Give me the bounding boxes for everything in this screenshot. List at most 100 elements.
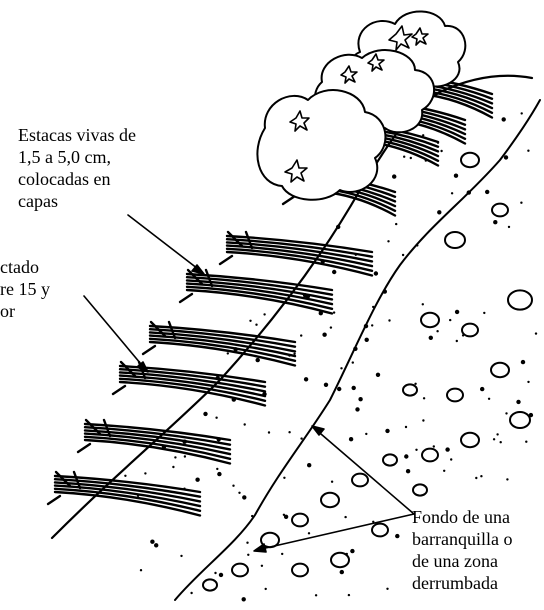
soil-speck bbox=[293, 352, 296, 355]
soil-speck bbox=[329, 326, 333, 329]
soil-speck bbox=[450, 192, 454, 195]
soil-speck bbox=[422, 419, 425, 422]
soil-speck bbox=[330, 480, 334, 483]
soil-speck bbox=[450, 458, 453, 461]
label-live-stakes: Estacas vivas de 1,5 a 5,0 cm, colocadas… bbox=[18, 124, 136, 212]
stake-stroke bbox=[185, 288, 334, 315]
soil-speck bbox=[150, 539, 155, 544]
soil-speck bbox=[432, 445, 435, 448]
soil-speck bbox=[281, 552, 284, 556]
soil-speck bbox=[353, 346, 358, 351]
twig bbox=[218, 230, 254, 266]
soil-speck bbox=[336, 224, 341, 230]
soil-speck bbox=[382, 289, 387, 294]
soil-speck bbox=[387, 240, 390, 243]
soil-speck bbox=[492, 438, 496, 441]
soil-speck bbox=[385, 428, 390, 434]
soil-speck bbox=[332, 311, 336, 314]
soil-speck bbox=[215, 375, 220, 381]
soil-speck bbox=[440, 149, 443, 153]
stake-stroke bbox=[148, 331, 297, 353]
stake-bundle bbox=[218, 230, 374, 277]
stake-stroke bbox=[118, 368, 267, 388]
soil-speck bbox=[503, 155, 509, 160]
soil-speck bbox=[347, 593, 351, 597]
soil-speck bbox=[262, 391, 267, 397]
soil-speck bbox=[506, 478, 509, 481]
soil-speck bbox=[180, 554, 183, 558]
soil-speck bbox=[485, 189, 490, 195]
twig bbox=[76, 418, 112, 454]
stone bbox=[507, 289, 533, 311]
label-line: de una zona bbox=[412, 551, 498, 571]
soil-speck bbox=[288, 354, 291, 357]
soil-speck bbox=[428, 335, 433, 340]
stake-stroke bbox=[225, 250, 374, 277]
soil-speck bbox=[255, 357, 260, 363]
soil-speck bbox=[493, 220, 498, 225]
star-mark bbox=[367, 53, 385, 72]
soil-speck bbox=[395, 533, 400, 539]
soil-speck bbox=[348, 437, 354, 442]
stake-stroke bbox=[225, 234, 374, 254]
stone bbox=[461, 322, 479, 338]
stone bbox=[291, 562, 309, 578]
soil-speck bbox=[480, 386, 485, 392]
soil-speck bbox=[436, 330, 439, 333]
soil-speck bbox=[282, 513, 286, 516]
stone bbox=[291, 512, 309, 528]
soil-speck bbox=[183, 455, 187, 458]
stake-bundle bbox=[76, 418, 232, 465]
soil-speck bbox=[388, 319, 391, 322]
stone bbox=[446, 387, 464, 403]
soil-speck bbox=[404, 454, 409, 459]
label-line: capas bbox=[18, 191, 58, 211]
soil-speck bbox=[436, 141, 440, 144]
soil-speck bbox=[386, 587, 389, 590]
stake-stroke bbox=[53, 481, 202, 503]
soil-speck bbox=[364, 337, 369, 342]
soil-speck bbox=[139, 569, 143, 572]
soil-speck bbox=[455, 339, 458, 343]
stake-stroke bbox=[185, 272, 334, 292]
stake-stroke bbox=[83, 429, 232, 451]
soil-speck bbox=[216, 437, 221, 442]
stake-stroke bbox=[83, 435, 232, 460]
star-mark bbox=[289, 110, 310, 132]
soil-speck bbox=[247, 553, 250, 556]
soil-speck bbox=[318, 311, 323, 316]
soil-speck bbox=[395, 222, 398, 226]
stake-stroke bbox=[148, 324, 297, 344]
soil-speck bbox=[267, 431, 271, 434]
stake-stroke bbox=[225, 241, 374, 263]
soil-speck bbox=[174, 456, 177, 459]
stake-stroke bbox=[53, 490, 202, 517]
stone bbox=[202, 578, 218, 592]
soil-speck bbox=[340, 367, 343, 370]
arrows bbox=[83, 214, 415, 553]
label-line: barranquilla o bbox=[412, 529, 513, 549]
stake-stroke bbox=[53, 474, 202, 494]
soil-speck bbox=[195, 477, 200, 482]
soil-speck bbox=[496, 433, 499, 436]
soil-speck bbox=[422, 134, 425, 137]
soil-speck bbox=[371, 324, 374, 327]
soil-speck bbox=[483, 311, 486, 315]
soil-speck bbox=[233, 347, 238, 352]
soil-speck bbox=[392, 174, 397, 179]
soil-speck bbox=[453, 173, 459, 178]
soil-speck bbox=[401, 253, 405, 257]
stake-stroke bbox=[53, 484, 202, 508]
soil-speck bbox=[260, 564, 264, 567]
stone bbox=[490, 361, 510, 379]
stake-stroke bbox=[83, 422, 232, 442]
soil-speck bbox=[238, 491, 241, 494]
soil-speck bbox=[354, 253, 357, 256]
soil-speck bbox=[499, 441, 502, 444]
star-mark bbox=[388, 25, 413, 51]
stake-stroke bbox=[185, 279, 334, 301]
twig bbox=[46, 470, 82, 506]
soil-speck bbox=[249, 319, 252, 322]
soil-speck bbox=[409, 156, 412, 160]
